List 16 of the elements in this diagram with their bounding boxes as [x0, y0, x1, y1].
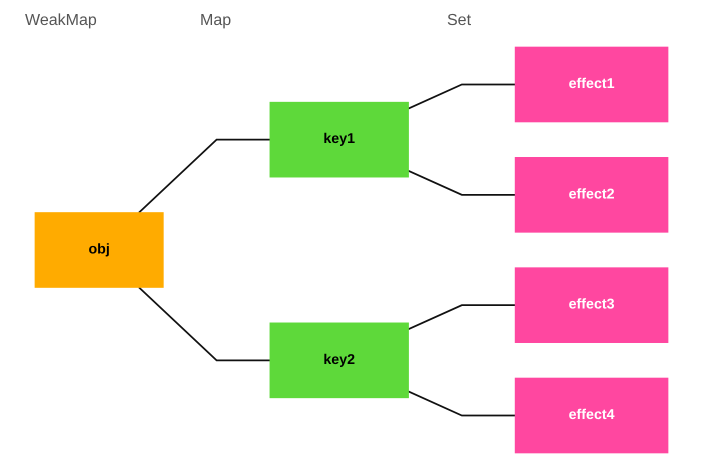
node-box: obj [34, 212, 164, 288]
node-box: effect1 [514, 46, 668, 122]
connector [408, 84, 516, 110]
connector [408, 170, 516, 196]
connector [408, 304, 516, 330]
node-box: effect2 [514, 157, 668, 233]
connector [408, 390, 516, 416]
connector [138, 286, 270, 362]
node-box: effect3 [514, 267, 668, 343]
column-heading: Map [200, 12, 232, 30]
node-box: key2 [270, 322, 409, 398]
connector [138, 138, 270, 214]
column-heading: WeakMap [25, 12, 97, 30]
node-box: key1 [270, 102, 409, 178]
column-heading: Set [447, 12, 472, 30]
node-box: effect4 [514, 378, 668, 454]
